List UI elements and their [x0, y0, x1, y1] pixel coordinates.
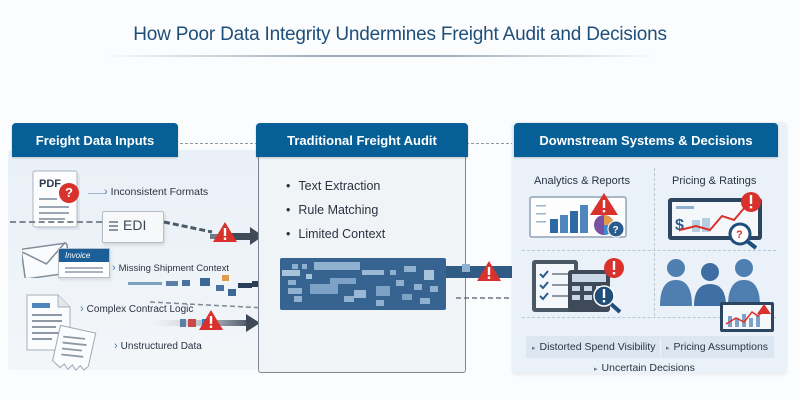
pdf-connector — [88, 193, 106, 194]
edi-label: EDI — [123, 217, 147, 233]
summary-uncertain-decisions: ▸Uncertain Decisions — [594, 362, 695, 374]
warning-icon — [477, 261, 501, 281]
edi-dash-line — [10, 221, 102, 223]
data-processing-block — [280, 258, 446, 310]
downstream-divider-h1 — [522, 250, 776, 251]
audit-bullet-rule-matching: Rule Matching — [286, 203, 378, 217]
downstream-divider-v — [654, 168, 655, 316]
input-label-unstructured-data: ›Unstructured Data — [114, 340, 202, 352]
audit-bullet-limited-context: Limited Context — [286, 227, 385, 241]
chevron-icon: › — [80, 303, 84, 315]
section-title-pricing: Pricing & Ratings — [672, 175, 757, 187]
chevron-icon: › — [112, 262, 116, 274]
summary-text: Uncertain Decisions — [601, 362, 695, 374]
audit-bullet-text-extraction: Text Extraction — [286, 179, 380, 193]
section-title-analytics: Analytics & Reports — [534, 175, 630, 187]
bullet-icon: ▸ — [532, 345, 536, 352]
label-text: Complex Contract Logic — [86, 304, 194, 315]
summary-divider — [660, 338, 661, 356]
chevron-icon: › — [104, 186, 108, 198]
label-text: Inconsistent Formats — [110, 186, 209, 198]
input-label-inconsistent-formats: ›Inconsistent Formats — [104, 186, 208, 198]
input-label-complex-contract: ›Complex Contract Logic — [80, 303, 193, 315]
summary-distorted-spend: ▸Distorted Spend Visibility — [532, 341, 655, 353]
lines-icon — [109, 221, 118, 223]
checklist-calculator-icon — [532, 258, 624, 314]
warning-icon — [213, 222, 237, 242]
summary-text: Distorted Spend Visibility — [539, 341, 656, 353]
invoice-lines — [65, 267, 103, 269]
title-divider — [100, 55, 660, 57]
downstream-divider-h2 — [522, 317, 776, 318]
header-connector-left — [180, 143, 258, 144]
audit-panel — [258, 128, 466, 373]
bullet-icon: ▸ — [594, 366, 598, 373]
invoice-label: Invoice — [59, 249, 109, 262]
chevron-icon: › — [114, 340, 118, 352]
audit-header: Traditional Freight Audit — [256, 123, 468, 157]
bar-chart-report-icon: ? — [529, 193, 627, 238]
summary-text: Pricing Assumptions — [673, 341, 769, 353]
question-glyph: ? — [613, 225, 619, 236]
input-label-missing-context: ›Missing Shipment Context — [112, 262, 229, 274]
receipt-icon — [52, 324, 98, 373]
invoice-card: Invoice — [58, 248, 110, 278]
pdf-label: PDF — [39, 178, 61, 190]
label-text: Unstructured Data — [120, 341, 202, 352]
summary-bar — [526, 336, 774, 358]
diagram-title: How Poor Data Integrity Undermines Freig… — [133, 24, 667, 45]
dollar-glyph: $ — [675, 217, 684, 234]
bullet-icon: ▸ — [666, 345, 670, 352]
edi-document-icon: EDI — [102, 211, 164, 243]
summary-pricing-assumptions: ▸Pricing Assumptions — [666, 341, 768, 353]
downstream-header: Downstream Systems & Decisions — [514, 123, 778, 157]
question-badge-icon: ? — [59, 183, 79, 203]
question-glyph: ? — [736, 229, 743, 241]
downstream-panel — [512, 122, 787, 374]
inputs-header: Freight Data Inputs — [12, 123, 178, 157]
pricing-chart-icon: $ ? — [668, 192, 762, 250]
label-text: Missing Shipment Context — [118, 263, 230, 274]
warning-icon — [199, 310, 223, 330]
header-connector-right — [466, 143, 514, 144]
team-people-icon — [660, 259, 774, 332]
